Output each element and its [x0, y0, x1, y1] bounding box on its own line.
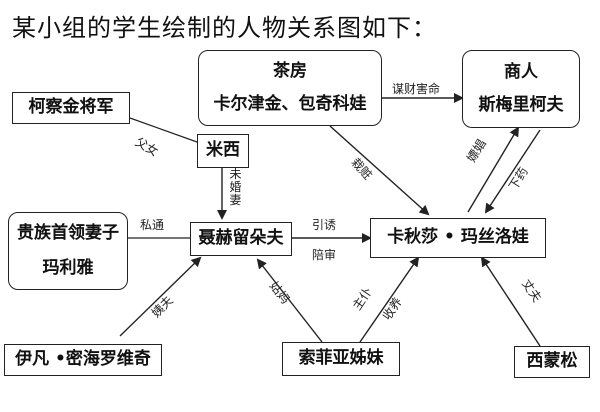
node-shangren-name: 斯梅里柯夫 — [478, 95, 564, 115]
edge-chafang-kaqiusha — [329, 125, 430, 216]
node-kaqiusha-label: 卡秋莎 • 玛丝洛娃 — [387, 227, 529, 248]
edge-label-peishen: 陪审 — [312, 248, 337, 262]
edge-label-sitong: 私通 — [140, 218, 165, 232]
node-guizu-title: 贵族首领妻子 — [17, 222, 119, 243]
edge-ximengsong-kaqiusha — [480, 256, 541, 347]
node-yifan: 伊凡 •密海罗维奇 — [4, 344, 162, 376]
edge-suofeiya-niehe — [256, 258, 323, 343]
node-shangren: 商人 斯梅里柯夫 — [462, 50, 580, 128]
node-chafang: 茶房 卡尔津金、包奇科娃 — [198, 50, 382, 126]
node-niehe-label: 聂赫留朵夫 — [198, 228, 284, 249]
edge-shangren-kaqiusha — [484, 129, 541, 214]
node-kaqiusha: 卡秋莎 • 玛丝洛娃 — [370, 218, 546, 258]
edge-label-youyou: 引诱 — [312, 218, 337, 232]
node-kecha: 柯察金将军 — [12, 92, 130, 124]
node-mixi-label: 米西 — [206, 140, 240, 161]
edge-label-mouchai: 谋财害命 — [392, 82, 441, 96]
node-kecha-label: 柯察金将军 — [28, 97, 114, 118]
edge-label-weihunqi: 未婚妻 — [229, 167, 242, 207]
node-chafang-title: 茶房 — [273, 60, 307, 81]
node-shangren-title: 商人 — [504, 61, 538, 82]
edge-yifan-niehe — [119, 256, 202, 337]
node-ximengsong-label: 西蒙松 — [526, 351, 578, 372]
edge-kecha-mixi — [129, 117, 198, 143]
node-suofeiya-label: 索菲亚姊妹 — [298, 348, 384, 369]
page-title: 某小组的学生绘制的人物关系图如下： — [12, 14, 437, 42]
node-yifan-label: 伊凡 •密海罗维奇 — [15, 349, 151, 370]
edge-kaqiusha-shangren — [467, 126, 520, 213]
edge-suofeiya-kaqiusha — [359, 256, 420, 343]
node-niehe: 聂赫留朵夫 — [190, 222, 292, 256]
node-guizu: 贵族首领妻子 玛利雅 — [8, 212, 128, 290]
node-chafang-names: 卡尔津金、包奇科娃 — [213, 94, 367, 114]
node-ximengsong: 西蒙松 — [514, 346, 590, 378]
node-suofeiya: 索菲亚姊妹 — [282, 342, 400, 376]
node-mixi: 米西 — [197, 134, 249, 168]
node-guizu-name: 玛利雅 — [42, 258, 94, 278]
